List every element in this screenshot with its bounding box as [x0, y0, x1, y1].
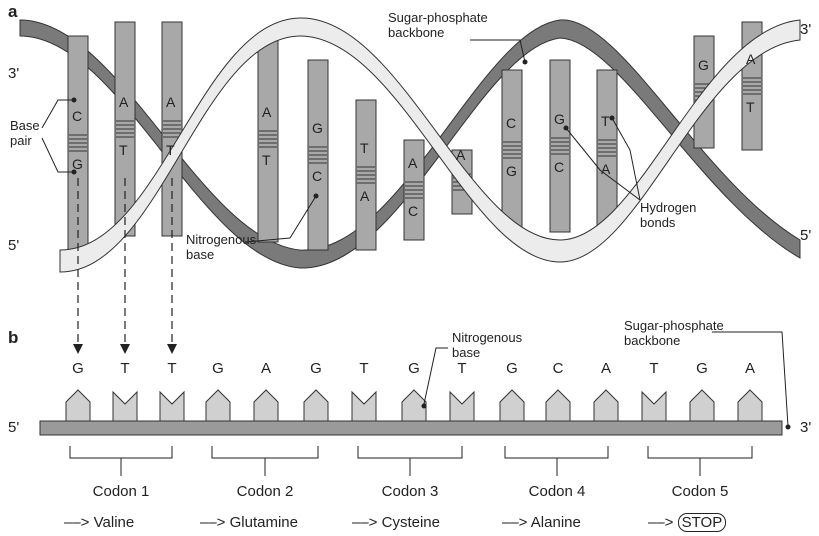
sequence-letter: T [115, 360, 135, 377]
base-letter: T [166, 143, 175, 158]
nitrogenous-base-label-b: Nitrogenous base [452, 330, 522, 360]
base-nub [738, 390, 762, 421]
amino-acid-name: Valine [94, 514, 135, 531]
base-letter: A [408, 156, 417, 171]
base-letter: A [360, 189, 369, 204]
codon-label: Codon 5 [655, 483, 745, 500]
base-letter: G [554, 112, 565, 127]
base-nub [352, 392, 376, 421]
sequence-letter: T [452, 360, 472, 377]
amino-acid-valine: ––> Valine [64, 514, 134, 531]
sequence-letter: T [162, 360, 182, 377]
backbone-label-b: Sugar-phosphate backbone [624, 318, 724, 348]
base-nub [113, 392, 137, 421]
backbone-label: Sugar-phosphate backbone [388, 10, 488, 40]
arrow-text: ––> [64, 514, 89, 531]
sequence-letter: G [208, 360, 228, 377]
panel-a-5prime-right: 5' [800, 228, 811, 243]
codon-label: Codon 1 [76, 483, 166, 500]
hydrogen-bonds-label: Hydrogen bonds [640, 200, 696, 230]
stop-codon-box: STOP [678, 513, 727, 532]
sequence-letter: T [644, 360, 664, 377]
base-nub [304, 390, 328, 421]
amino-acid-name: Cysteine [382, 514, 440, 531]
nitrogenous-base-label-a: Nitrogenous base [186, 232, 256, 262]
codon-label: Codon 3 [365, 483, 455, 500]
base-pair-label: Base pair [10, 118, 40, 148]
sequence-letter: G [502, 360, 522, 377]
base-letter: T [746, 100, 755, 115]
panel-a-letter: a [8, 4, 17, 19]
base-nub [500, 390, 524, 421]
codon-label: Codon 4 [512, 483, 602, 500]
base-nub [66, 390, 90, 421]
arrow-text: ––> [502, 514, 527, 531]
arrow-text: ––> [352, 514, 377, 531]
base-letter: A [601, 162, 610, 177]
base-letter: T [119, 143, 128, 158]
transfer-arrowheads [73, 344, 177, 354]
base-letter: A [746, 52, 755, 67]
base-nub [594, 390, 618, 421]
base-letter: C [506, 116, 516, 131]
sequence-letter: G [692, 360, 712, 377]
panel-a-5prime-left: 5' [8, 238, 19, 253]
base-nub [450, 392, 474, 421]
sequence-letter: G [68, 360, 88, 377]
sequence-letter: A [256, 360, 276, 377]
base-nub [546, 390, 570, 421]
base-letter: C [408, 204, 418, 219]
base-nub [206, 390, 230, 421]
codon-label: Codon 2 [220, 483, 310, 500]
base-letter: A [119, 95, 128, 110]
base-letter: C [554, 160, 564, 175]
base-nub [254, 390, 278, 421]
base-letter: A [456, 148, 465, 163]
amino-acid-glutamine: ––> Glutamine [200, 514, 298, 531]
base-letter: A [166, 95, 175, 110]
panel-a-3prime-right: 3' [800, 22, 811, 37]
base-letter: G [312, 121, 323, 136]
base-letter: C [312, 169, 322, 184]
arrow-text: ––> [648, 514, 673, 531]
amino-acid-name: Alanine [531, 514, 581, 531]
amino-acid-name: Glutamine [230, 514, 298, 531]
panel-a-3prime-left: 3' [8, 66, 19, 81]
base-letter: G [698, 58, 709, 73]
panel-b-5prime: 5' [8, 420, 19, 435]
base-letter: G [506, 164, 517, 179]
sequence-letter: A [740, 360, 760, 377]
base-letter: T [601, 114, 610, 129]
base-nub [642, 392, 666, 421]
single-strand-backbone [40, 421, 782, 435]
sequence-letter: A [596, 360, 616, 377]
base-letter: C [72, 109, 82, 124]
sequence-letter: G [404, 360, 424, 377]
sequence-letter: T [354, 360, 374, 377]
sequence-letter: G [306, 360, 326, 377]
sequence-letter: C [548, 360, 568, 377]
arrow-text: ––> [200, 514, 225, 531]
panel-b-letter: b [8, 330, 18, 345]
amino-acid-cysteine: ––> Cysteine [352, 514, 440, 531]
base-letter: G [72, 157, 83, 172]
base-letter: T [360, 141, 369, 156]
panel-b-3prime: 3' [800, 420, 811, 435]
base-nub [690, 390, 714, 421]
base-nub [160, 392, 184, 421]
base-letter: T [262, 153, 271, 168]
base-letter: A [262, 105, 271, 120]
single-strand-bases [66, 390, 762, 421]
codon-brackets [70, 446, 752, 476]
amino-acid-alanine: ––> Alanine [502, 514, 581, 531]
amino-acid-stop: ––> STOP [648, 514, 726, 531]
